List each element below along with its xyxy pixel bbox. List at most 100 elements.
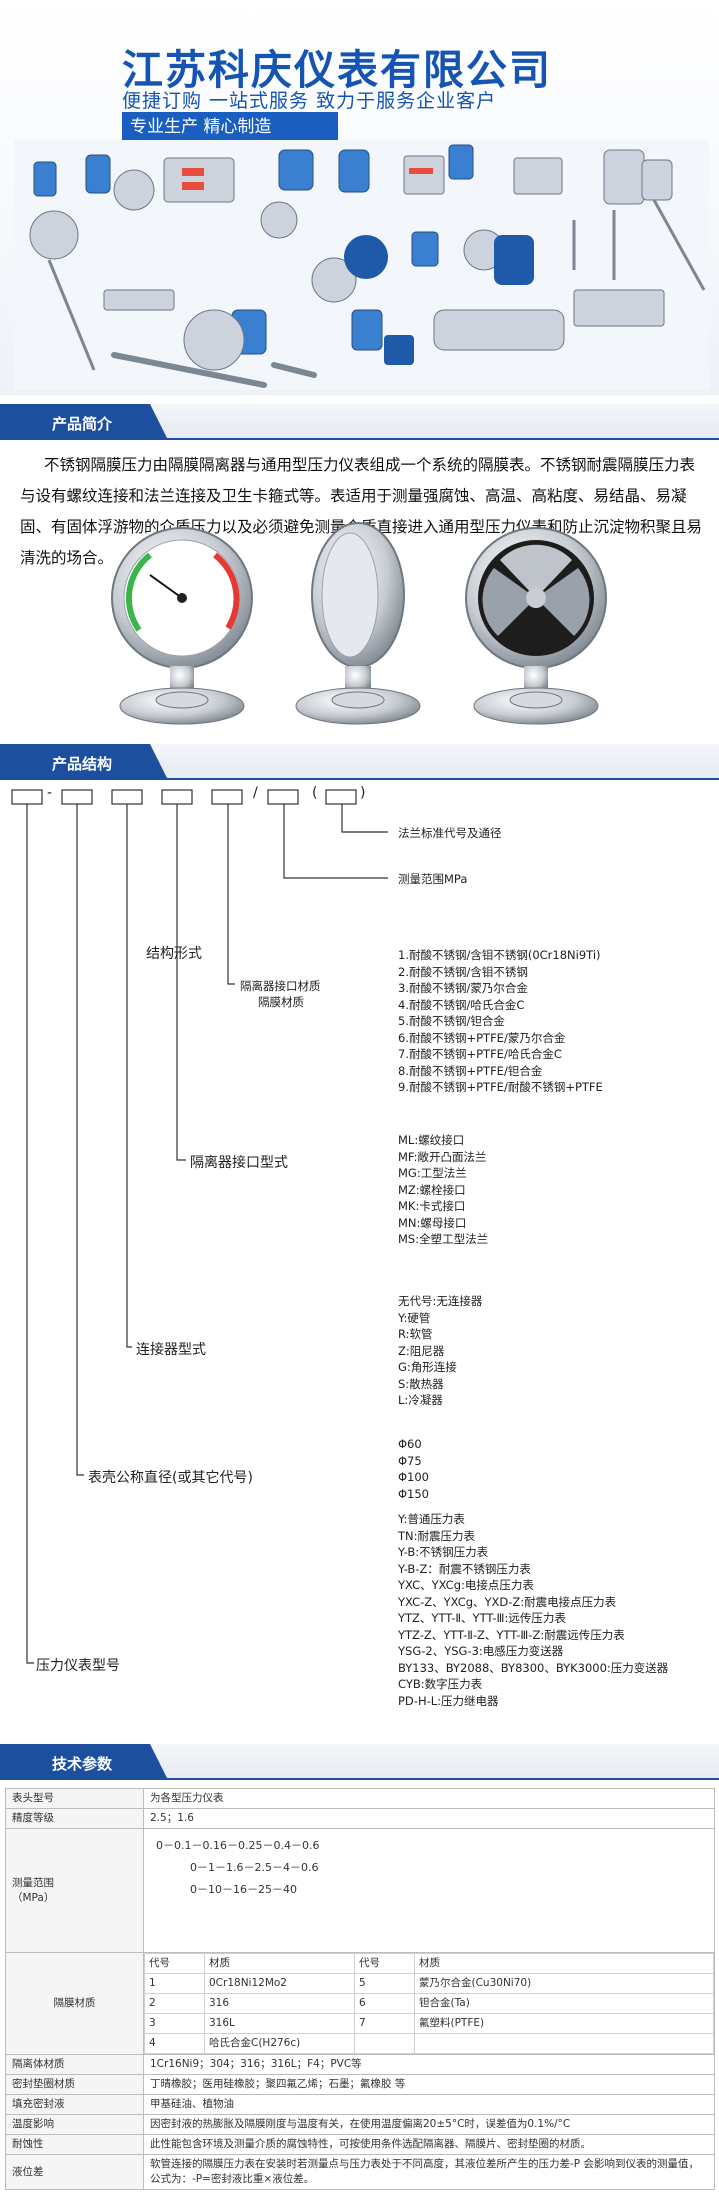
section-tab: 产品结构 xyxy=(0,744,168,780)
header-banner: 江苏科庆仪表有限公司 便捷订购 一站式服务 致力于服务企业客户 专业生产 精心制… xyxy=(0,0,719,395)
connector-option: R:软管 xyxy=(398,1327,433,1341)
range-label: 测量范围MPa xyxy=(398,872,468,886)
iso-interface-label: 隔离器接口型式 xyxy=(190,1155,288,1171)
table-row: 隔膜材质 代号 材质 代号 材质 1 0Cr18Ni12Mo2 5 蒙乃尔合金(… xyxy=(5,1952,715,2055)
interface-option: MS:全塑工型法兰 xyxy=(398,1232,489,1246)
connector-options: 无代号:无连接器 Y:硬管 R:软管 Z:阻尼器 G:角形连接 S:散热器 L:… xyxy=(398,1293,482,1409)
table-key: 密封垫圈材质 xyxy=(5,2074,144,2095)
company-tagline: 专业生产 精心制造 xyxy=(122,112,338,142)
model-option: PD-H-L:压力继电器 xyxy=(398,1693,499,1708)
interface-options: ML:螺纹接口 MF:敞开凸面法兰 MG:工型法兰 MZ:螺栓接口 MK:卡式接… xyxy=(398,1132,488,1248)
model-option: CYB:数字压力表 xyxy=(398,1677,483,1691)
table-cell xyxy=(354,2033,415,2054)
interface-option: MN:螺母接口 xyxy=(398,1215,467,1230)
section-header-structure: 产品结构 xyxy=(0,744,719,780)
table-cell: 7 xyxy=(354,2013,415,2034)
table-value: 因密封液的热膨胀及隔膜刚度与温度有关，在使用温度偏离20±5°C时，误差值为0.… xyxy=(143,2114,715,2135)
table-row: 填充密封液 甲基硅油、植物油 xyxy=(5,2094,715,2115)
interface-option: MF:敞开凸面法兰 xyxy=(398,1149,487,1164)
iso-material-label: 隔离器接口材质 xyxy=(240,979,321,993)
table-row: 液位差 软管连接的隔膜压力表在安装时若测量点与压力表处于不同高度，其液位差所产生… xyxy=(5,2154,715,2190)
table-header: 材质 xyxy=(204,1953,355,1974)
section-title: 产品简介 xyxy=(52,415,113,433)
gauge-product-photos xyxy=(111,522,607,725)
table-value: 为各型压力仪表 xyxy=(143,1788,715,1809)
membrane-material-label: 隔膜材质 xyxy=(258,995,304,1009)
model-option: YTZ-Z、YTT-Ⅱ-Z、YTT-Ⅲ-Z:耐震远传压力表 xyxy=(398,1627,625,1642)
model-option: Y:普通压力表 xyxy=(398,1512,465,1526)
model-option: BY133、BY2088、BY8300、BYK3000:压力变送器 xyxy=(398,1660,669,1675)
table-key: 填充密封液 xyxy=(5,2094,144,2115)
section-title: 产品结构 xyxy=(52,755,113,773)
material-option: 4.耐酸不锈钢/哈氏合金C xyxy=(398,997,525,1012)
table-cell: 钽合金(Ta) xyxy=(414,1993,714,2014)
table-row: 1 0Cr18Ni12Mo2 5 蒙乃尔合金(Cu30Ni70) xyxy=(144,1973,714,1994)
connector-option: Y:硬管 xyxy=(398,1310,431,1325)
table-key: 耐蚀性 xyxy=(5,2134,144,2155)
connector-option: G:角形连接 xyxy=(398,1360,457,1374)
table-row: 温度影响 因密封液的热膨胀及隔膜刚度与温度有关，在使用温度偏离20±5°C时，误… xyxy=(5,2114,715,2135)
table-value: 此性能包含环境及测量介质的腐蚀特性，可按使用条件选配隔离器、隔膜片、密封垫圈的材… xyxy=(143,2134,715,2155)
model-option: YXC、YXCg:电接点压力表 xyxy=(398,1578,534,1592)
diameter-label: 表壳公称直径(或其它代号) xyxy=(88,1470,253,1486)
table-key: 液位差 xyxy=(5,2154,144,2190)
table-row: 密封垫圈材质 丁晴橡胶；医用硅橡胶；聚四氟乙烯；石墨；氟橡胶 等 xyxy=(5,2074,715,2095)
tech-spec-table: 表头型号 为各型压力仪表 精度等级 2.5；1.6 测量范围 （MPa） 0－0… xyxy=(5,1788,715,2190)
range-line: 0－0.1－0.16－0.25－0.4－0.6 xyxy=(156,1839,320,1852)
connector-label: 连接器型式 xyxy=(136,1342,206,1358)
table-key: 隔膜材质 xyxy=(5,1952,144,2055)
table-cell: 蒙乃尔合金(Cu30Ni70) xyxy=(414,1973,714,1994)
table-row: 精度等级 2.5；1.6 xyxy=(5,1808,715,1829)
code-slash: / xyxy=(253,785,258,801)
interface-option: ML:螺纹接口 xyxy=(398,1133,465,1147)
table-cell: 316L xyxy=(204,2013,355,2034)
table-header: 代号 xyxy=(354,1953,415,1974)
diameter-option: Φ150 xyxy=(398,1486,430,1501)
section-title: 技术参数 xyxy=(52,1755,113,1773)
table-cell: 5 xyxy=(354,1973,415,1994)
material-options: 1.耐酸不锈钢/含钼不锈钢(0Cr18Ni9Ti) 2.耐酸不锈钢/含钼不锈钢 … xyxy=(398,947,603,1096)
gauge-side-view-image xyxy=(295,522,421,725)
model-option: YSG-2、YSG-3:电感压力变送器 xyxy=(398,1644,564,1658)
table-row: 4 哈氏合金C(H276c) xyxy=(144,2033,714,2054)
section-header-intro: 产品简介 xyxy=(0,404,719,440)
model-option: TN:耐震压力表 xyxy=(398,1528,476,1543)
connector-option: Z:阻尼器 xyxy=(398,1343,445,1358)
table-value: 丁晴橡胶；医用硅橡胶；聚四氟乙烯；石墨；氟橡胶 等 xyxy=(143,2074,715,2095)
table-row: 耐蚀性 此性能包含环境及测量介质的腐蚀特性，可按使用条件选配隔离器、隔膜片、密封… xyxy=(5,2134,715,2155)
table-cell: 氟塑料(PTFE) xyxy=(414,2013,714,2034)
diameter-option: Φ60 xyxy=(398,1437,422,1451)
table-row: 代号 材质 代号 材质 xyxy=(144,1953,714,1974)
table-value: 代号 材质 代号 材质 1 0Cr18Ni12Mo2 5 蒙乃尔合金(Cu30N… xyxy=(143,1952,715,2055)
table-value: 甲基硅油、植物油 xyxy=(143,2094,715,2115)
table-row: 表头型号 为各型压力仪表 xyxy=(5,1788,715,1809)
table-key: 温度影响 xyxy=(5,2114,144,2135)
company-slogan: 便捷订购 一站式服务 致力于服务企业客户 xyxy=(122,90,497,112)
section-header-tech: 技术参数 xyxy=(0,1744,719,1780)
diameter-option: Φ100 xyxy=(398,1470,430,1484)
model-label: 压力仪表型号 xyxy=(36,1658,120,1674)
company-name: 江苏科庆仪表有限公司 xyxy=(122,46,552,94)
model-option: YXC-Z、YXCg、YXD-Z:耐震电接点压力表 xyxy=(398,1594,617,1609)
model-option: Y-B:不锈钢压力表 xyxy=(398,1545,489,1559)
model-option: Y-B-Z：耐震不锈钢压力表 xyxy=(398,1561,531,1576)
connector-option: L:冷凝器 xyxy=(398,1393,443,1407)
table-cell: 哈氏合金C(H276c) xyxy=(204,2033,355,2054)
table-header: 代号 xyxy=(144,1953,205,1974)
code-separator: - xyxy=(47,785,53,801)
diagram-lines xyxy=(11,789,388,1664)
material-option: 6.耐酸不锈钢+PTFE/蒙乃尔合金 xyxy=(398,1030,566,1045)
table-cell: 1 xyxy=(144,1973,205,1994)
gauge-front-view-image xyxy=(111,527,253,725)
table-key: 表头型号 xyxy=(5,1788,144,1809)
code-paren-close: ) xyxy=(360,785,366,801)
range-line: 0－1－1.6－2.5－4－0.6 xyxy=(190,1861,319,1874)
table-cell: 3 xyxy=(144,2013,205,2034)
code-paren-open: ( xyxy=(312,785,318,801)
material-option: 3.耐酸不锈钢/蒙乃尔合金 xyxy=(398,981,528,995)
table-cell xyxy=(414,2033,714,2054)
model-options: Y:普通压力表 TN:耐震压力表 Y-B:不锈钢压力表 Y-B-Z：耐震不锈钢压… xyxy=(398,1511,668,1709)
table-row: 3 316L 7 氟塑料(PTFE) xyxy=(144,2013,714,2034)
table-value: 软管连接的隔膜压力表在安装时若测量点与压力表处于不同高度，其液位差所产生的压力差… xyxy=(143,2154,715,2190)
table-row: 隔离体材质 1Cr16Ni9；304；316；316L；F4；PVC等 xyxy=(5,2054,715,2075)
